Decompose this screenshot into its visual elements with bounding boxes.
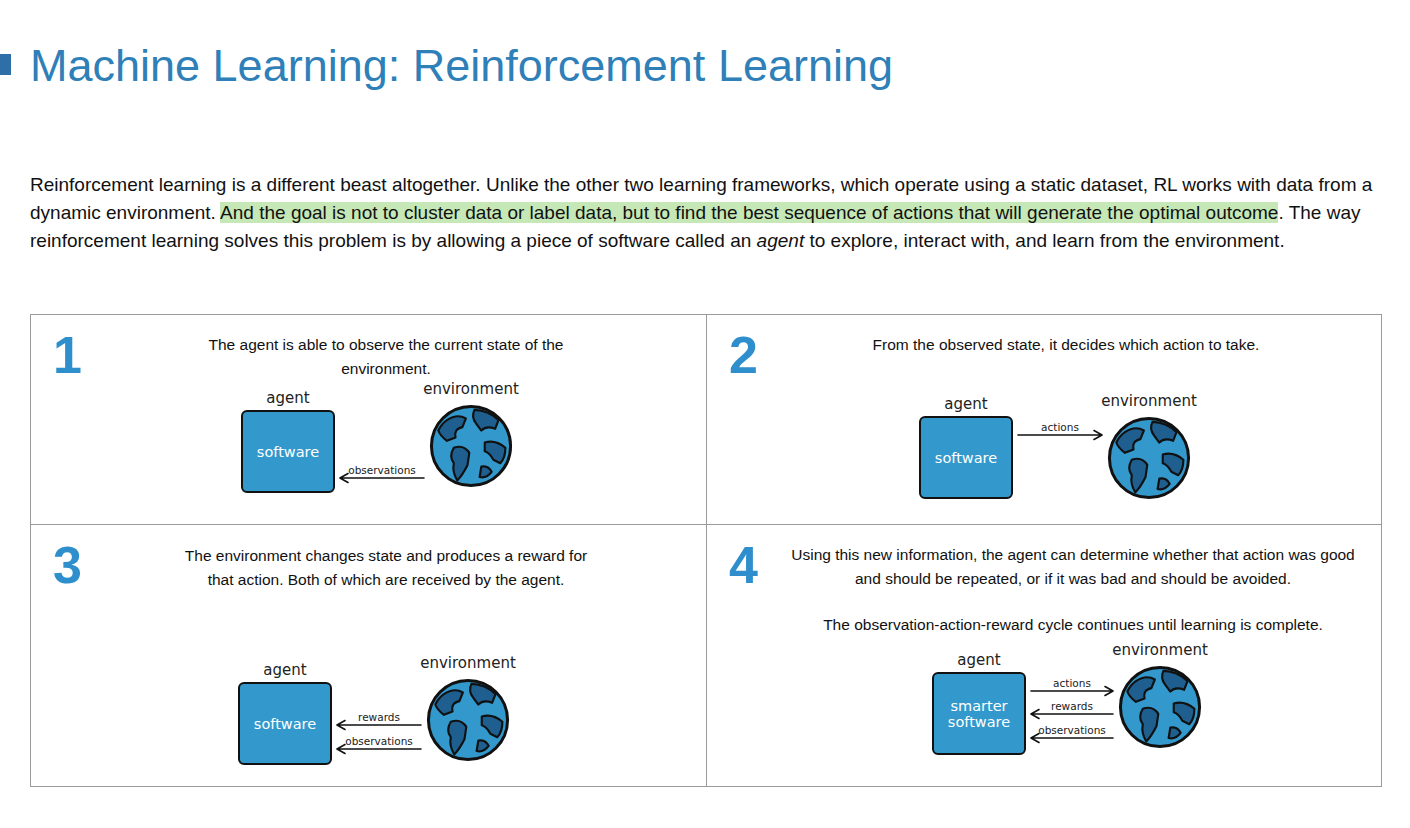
globe-drawing	[1106, 415, 1192, 501]
environment-globe: environment	[1106, 415, 1192, 501]
environment-heading: environment	[1101, 392, 1197, 410]
arrow-label: observations	[345, 735, 413, 747]
agent-label: software	[257, 444, 319, 460]
agent-label: smarter software	[938, 698, 1020, 730]
arrow-label: observations	[1038, 724, 1106, 736]
step-caption: Using this new information, the agent ca…	[783, 543, 1363, 591]
step-caption: The environment changes state and produc…	[176, 544, 596, 592]
globe-land	[473, 410, 498, 431]
globe-drawing	[428, 403, 514, 489]
globe-land	[480, 466, 492, 477]
globe-land	[1127, 677, 1155, 702]
paragraph-text: agent	[757, 230, 805, 251]
globe-land	[470, 684, 495, 705]
environment-heading: environment	[423, 380, 519, 398]
agent-box: agentsoftware	[919, 416, 1013, 499]
globe-land	[451, 447, 469, 481]
arrow-label: observations	[348, 464, 416, 476]
agent-box: agentsoftware	[241, 410, 335, 493]
globe-ocean	[428, 680, 507, 759]
highlighted-text: And the goal is not to cluster data or l…	[220, 202, 1278, 223]
agent-heading: agent	[263, 661, 306, 679]
agent-box: agentsmarter software	[932, 672, 1026, 755]
agent-label: software	[254, 716, 316, 732]
globe-land	[448, 721, 466, 755]
step-number: 4	[729, 539, 758, 591]
environment-globe: environment	[428, 403, 514, 489]
agent-heading: agent	[957, 651, 1000, 669]
globe-land	[435, 690, 463, 715]
globe-land	[1140, 708, 1158, 742]
page-title: Machine Learning: Reinforcement Learning	[30, 40, 893, 92]
globe-land	[485, 442, 506, 464]
intro-paragraph: Reinforcement learning is a different be…	[30, 171, 1380, 255]
step-panel: 4 Using this new information, the agent c…	[706, 524, 1382, 787]
globe-land	[1116, 428, 1144, 453]
step-number: 2	[729, 329, 758, 381]
globe-land	[1162, 671, 1187, 692]
paragraph-text: to explore, interact with, and learn fro…	[809, 230, 1284, 251]
environment-heading: environment	[1112, 641, 1208, 659]
environment-heading: environment	[420, 654, 516, 672]
globe-land	[1163, 454, 1184, 476]
arrow-label: actions	[1041, 421, 1079, 433]
agent-box: agentsoftware	[238, 682, 332, 765]
step-number: 1	[53, 329, 82, 381]
globe-land	[1158, 478, 1170, 489]
globe-land	[482, 716, 503, 738]
globe-land	[438, 416, 466, 441]
title-bullet	[0, 54, 11, 75]
globe-land	[477, 740, 489, 751]
environment-globe: environment	[425, 677, 511, 763]
globe-drawing	[1117, 664, 1203, 750]
globe-ocean	[431, 406, 510, 485]
environment-globe: environment	[1117, 664, 1203, 750]
globe-land	[1174, 703, 1195, 725]
agent-label: software	[935, 450, 997, 466]
globe-land	[1129, 459, 1147, 493]
globe-land	[1151, 422, 1176, 443]
agent-heading: agent	[266, 389, 309, 407]
step-number: 3	[53, 539, 82, 591]
step-caption: The agent is able to observe the current…	[206, 333, 566, 381]
globe-drawing	[425, 677, 511, 763]
step-panel: 2 From the observed state, it decides whi…	[706, 314, 1382, 525]
globe-ocean	[1109, 418, 1188, 497]
arrow-label: actions	[1053, 677, 1091, 689]
arrow-label: rewards	[358, 711, 400, 723]
step-panel: 1 The agent is able to observe the curren…	[30, 314, 707, 525]
step-caption: From the observed state, it decides whic…	[846, 333, 1286, 357]
agent-heading: agent	[944, 395, 987, 413]
globe-ocean	[1120, 667, 1199, 746]
globe-land	[1169, 727, 1181, 738]
step-panel: 3 The environment changes state and produ…	[30, 524, 707, 787]
arrow-label: rewards	[1051, 700, 1093, 712]
step-caption: The observation-action-reward cycle cont…	[783, 613, 1363, 637]
